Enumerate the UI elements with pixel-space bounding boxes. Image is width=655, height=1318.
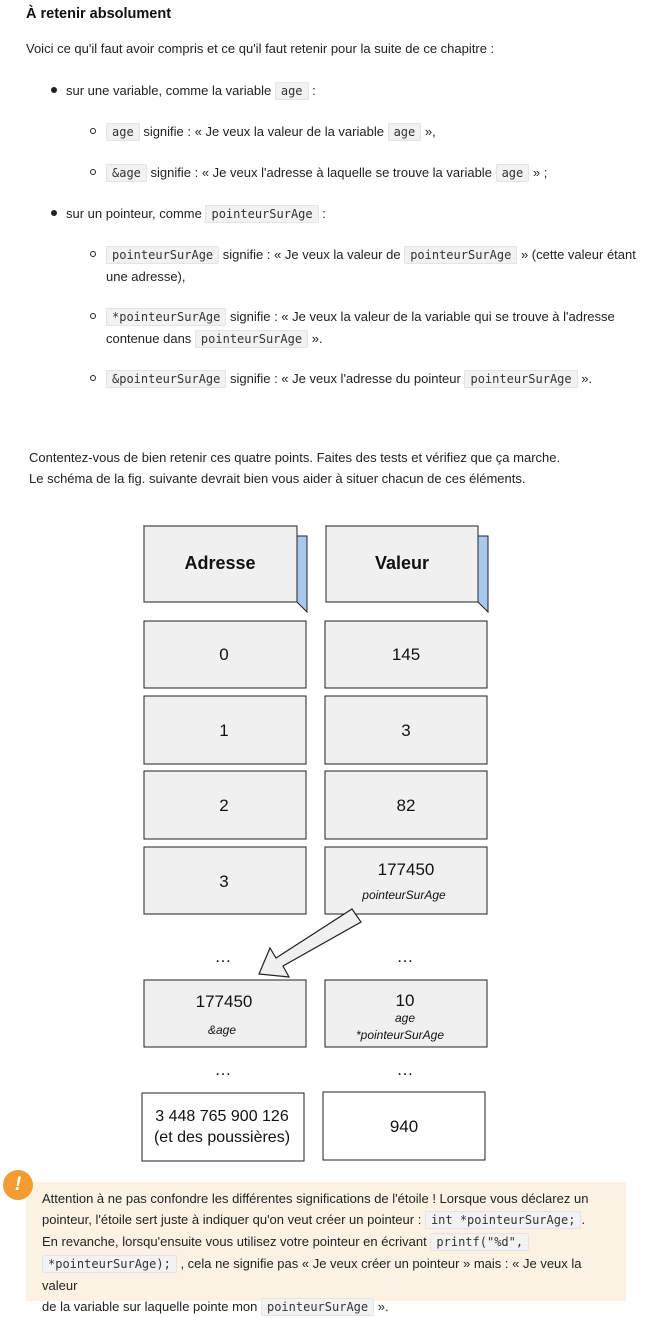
- paragraph-tests: Contentez-vous de bien retenir ces quatr…: [29, 450, 561, 465]
- bullet-pointer: sur un pointeur, comme pointeurSurAge :: [66, 203, 326, 225]
- sub-bullet-suffix: ».: [581, 371, 593, 386]
- sub-bullet-text: signifie : « Je veux l'adresse à laquell…: [150, 165, 492, 180]
- bullet-text: sur une variable, comme la variable: [66, 83, 272, 98]
- code-pointeur: pointeurSurAge: [260, 1298, 375, 1316]
- bullet-variable: sur une variable, comme la variable age …: [66, 80, 316, 102]
- address-cell: [143, 846, 307, 915]
- bullet-dot: [51, 210, 57, 216]
- value-cell: [322, 1091, 486, 1161]
- ellipsis: …: [215, 1060, 232, 1079]
- header-address-label: Adresse: [184, 553, 255, 573]
- cell-value: 3: [401, 721, 410, 740]
- pointer-arrow: [258, 908, 362, 978]
- sub-bullet-deref: *pointeurSurAge signifie : « Je veux la …: [106, 306, 651, 350]
- note-text: Attention à ne pas confondre les différe…: [42, 1191, 589, 1206]
- bullet-text: sur un pointeur, comme: [66, 206, 202, 221]
- header-address-box: Adresse: [143, 524, 308, 614]
- value-cell: [324, 695, 488, 765]
- sub-bullet-suffix: » (cette valeur étant: [520, 247, 636, 262]
- sub-bullet-age: age signifie : « Je veux la valeur de la…: [106, 121, 436, 143]
- code-pointeur: pointeurSurAge: [464, 370, 578, 388]
- code-age: age: [106, 123, 140, 141]
- value-cell: [324, 846, 488, 915]
- address-value: 2: [219, 796, 228, 815]
- address-cell: [143, 770, 307, 840]
- bullet-suffix: :: [312, 83, 316, 98]
- cell-value: 82: [397, 796, 416, 815]
- code-address-pointeur: &pointeurSurAge: [106, 370, 227, 388]
- sub-bullet-text: contenue dans: [106, 331, 192, 346]
- sub-bullet-text: signifie : « Je veux l'adresse du pointe…: [230, 371, 461, 386]
- sub-bullet-pointer-address: &pointeurSurAge signifie : « Je veux l'a…: [106, 368, 592, 390]
- code-pointeur: pointeurSurAge: [106, 246, 220, 264]
- note-text: de la variable sur laquelle pointe mon: [42, 1299, 258, 1314]
- code-printf: *pointeurSurAge);: [42, 1255, 177, 1273]
- cell-label: *pointeurSurAge: [356, 1028, 444, 1042]
- code-pointeur: pointeurSurAge: [194, 330, 309, 348]
- ellipsis: …: [215, 947, 232, 966]
- cell-value: 145: [392, 645, 420, 664]
- value-cell: [324, 979, 488, 1048]
- address-value: 0: [219, 645, 228, 664]
- bullet-dot: [51, 87, 57, 93]
- cell-label: pointeurSurAge: [361, 888, 446, 902]
- cell-value: 10: [396, 991, 415, 1010]
- code-pointeur: pointeurSurAge: [404, 246, 518, 264]
- address-value: 3 448 765 900 126: [155, 1108, 289, 1125]
- paragraph-schema: Le schéma de la fig. suivante devrait bi…: [29, 471, 526, 486]
- sub-bullet-text: signifie : « Je veux la valeur de la var…: [230, 309, 615, 324]
- code-age: age: [274, 82, 309, 100]
- sub-bullet-circle: [90, 375, 96, 381]
- cell-value: 940: [390, 1117, 418, 1136]
- address-value: 177450: [196, 992, 253, 1011]
- sub-bullet-suffix: ».: [311, 331, 323, 346]
- section-heading: À retenir absolument: [26, 6, 172, 22]
- exclamation-icon: !: [3, 1170, 33, 1200]
- address-cell: [143, 620, 307, 689]
- sub-bullet-text: signifie : « Je veux la valeur de la var…: [143, 124, 384, 139]
- sub-bullet-text: une adresse),: [106, 269, 186, 284]
- note-text: , cela ne signifie pas « Je veux créer u…: [42, 1256, 582, 1293]
- sub-bullet-circle: [90, 313, 96, 319]
- sub-bullet-text: signifie : « Je veux la valeur de: [222, 247, 401, 262]
- note-text: ».: [377, 1299, 389, 1314]
- code-declaration: int *pointeurSurAge;: [424, 1211, 582, 1229]
- sub-bullet-suffix: »,: [424, 124, 436, 139]
- header-value-label: Valeur: [375, 553, 429, 573]
- address-cell: [143, 695, 307, 765]
- cell-label: &age: [208, 1023, 236, 1037]
- intro-text: Voici ce qu'il faut avoir compris et ce …: [26, 41, 495, 56]
- warning-note-text: Attention à ne pas confondre les différe…: [42, 1188, 614, 1318]
- ellipsis: …: [397, 1060, 414, 1079]
- address-value: (et des poussières): [154, 1129, 290, 1146]
- address-value: 1: [219, 721, 228, 740]
- note-text: .: [581, 1212, 586, 1227]
- note-text: pointeur, l'étoile sert juste à indiquer…: [42, 1212, 422, 1227]
- value-cell: [324, 620, 488, 689]
- address-cell: [141, 1092, 305, 1162]
- sub-bullet-circle: [90, 169, 96, 175]
- code-address-age: &age: [106, 164, 147, 182]
- address-value: 3: [219, 872, 228, 891]
- cell-label: age: [395, 1011, 415, 1025]
- code-printf: printf("%d",: [430, 1233, 530, 1251]
- code-deref-pointeur: *pointeurSurAge: [106, 308, 227, 326]
- header-value-box: Valeur: [325, 524, 489, 614]
- code-age: age: [387, 123, 422, 141]
- cell-value: 177450: [378, 860, 435, 879]
- sub-bullet-address-age: &age signifie : « Je veux l'adresse à la…: [106, 162, 547, 184]
- bullet-suffix: :: [322, 206, 326, 221]
- sub-bullet-circle: [90, 251, 96, 257]
- note-text: En revanche, lorsqu'ensuite vous utilise…: [42, 1234, 427, 1249]
- sub-bullet-pointer-value: pointeurSurAge signifie : « Je veux la v…: [106, 244, 651, 287]
- code-age: age: [495, 164, 530, 182]
- code-pointeur: pointeurSurAge: [205, 205, 319, 223]
- sub-bullet-circle: [90, 128, 96, 134]
- sub-bullet-suffix: » ;: [532, 165, 548, 180]
- ellipsis: …: [397, 947, 414, 966]
- address-cell: [143, 979, 307, 1048]
- value-cell: [324, 770, 488, 840]
